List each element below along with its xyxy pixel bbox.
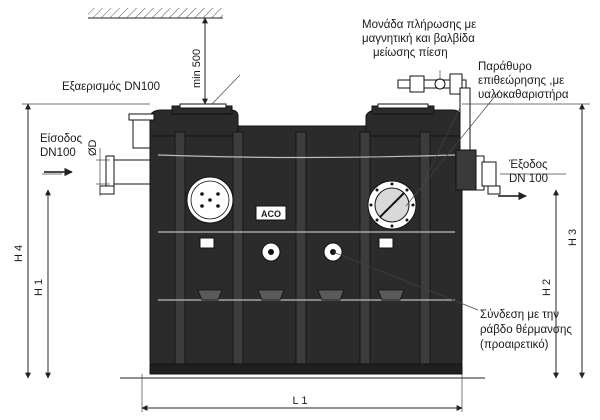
h2-label: H 2 xyxy=(541,279,553,296)
diameter-label: ØD xyxy=(87,139,99,156)
inspection-line-1: Παράθυρο xyxy=(478,61,532,73)
heating-line-3: (προαιρετικό) xyxy=(480,339,549,351)
separator-tank: ACO xyxy=(149,103,463,375)
h1-dimension: H 1 xyxy=(33,173,62,379)
l1-label: L 1 xyxy=(293,395,308,407)
ceiling-hatch xyxy=(88,8,223,19)
filling-unit-line-3: μείωσης πίεση xyxy=(373,47,448,59)
outlet-label: Έξοδος DN 100 xyxy=(508,159,548,185)
inspection-line-2: επιθεώρησης ,με xyxy=(478,75,564,87)
inlet-pipe xyxy=(99,155,151,195)
outlet-line-2: DN 100 xyxy=(509,173,548,185)
vent-leader xyxy=(211,74,241,105)
vent-pipe xyxy=(128,113,155,149)
h1-label: H 1 xyxy=(33,279,45,296)
filling-unit-label: Μονάδα πλήρωσης με μαγνητική και βαλβίδα… xyxy=(362,19,476,59)
vent-label: Εξαερισμός DN100 xyxy=(62,81,160,93)
inspection-leader-2 xyxy=(419,107,461,191)
h3-dimension: H 3 xyxy=(462,103,590,379)
min-clearance-dimension: min 500 xyxy=(191,17,208,105)
inspection-line-3: υαλοκαθαριστήρα xyxy=(478,89,569,101)
filling-unit xyxy=(397,73,477,191)
min-clearance-label: min 500 xyxy=(191,49,203,88)
diameter-dimension: ØD xyxy=(87,139,110,196)
filling-unit-line-2: μαγνητική και βαλβίδα xyxy=(362,33,475,45)
h4-label: H 4 xyxy=(13,245,25,262)
brand-logo: ACO xyxy=(261,209,281,219)
inlet-line-1: Είσοδος xyxy=(40,133,83,145)
inlet-label: Είσοδος DN100 xyxy=(40,133,83,159)
heating-line-2: ράβδο θέρμανσης xyxy=(480,324,572,336)
filling-unit-line-1: Μονάδα πλήρωσης με xyxy=(362,19,476,31)
inspection-window-label: Παράθυρο επιθεώρησης ,με υαλοκαθαριστήρα xyxy=(478,61,569,101)
heating-rod-label: Σύνδεση με την ράβδο θέρμανσης (προαιρετ… xyxy=(480,309,572,351)
heating-line-1: Σύνδεση με την xyxy=(480,309,559,321)
h3-label: H 3 xyxy=(567,229,579,246)
h2-dimension: H 2 xyxy=(500,173,566,379)
h4-dimension: H 4 xyxy=(13,103,150,379)
outlet-line-1: Έξοδος xyxy=(508,159,548,171)
heating-rod-leader xyxy=(332,251,479,311)
inlet-line-2: DN100 xyxy=(40,147,76,159)
l1-dimension: L 1 xyxy=(141,374,463,412)
